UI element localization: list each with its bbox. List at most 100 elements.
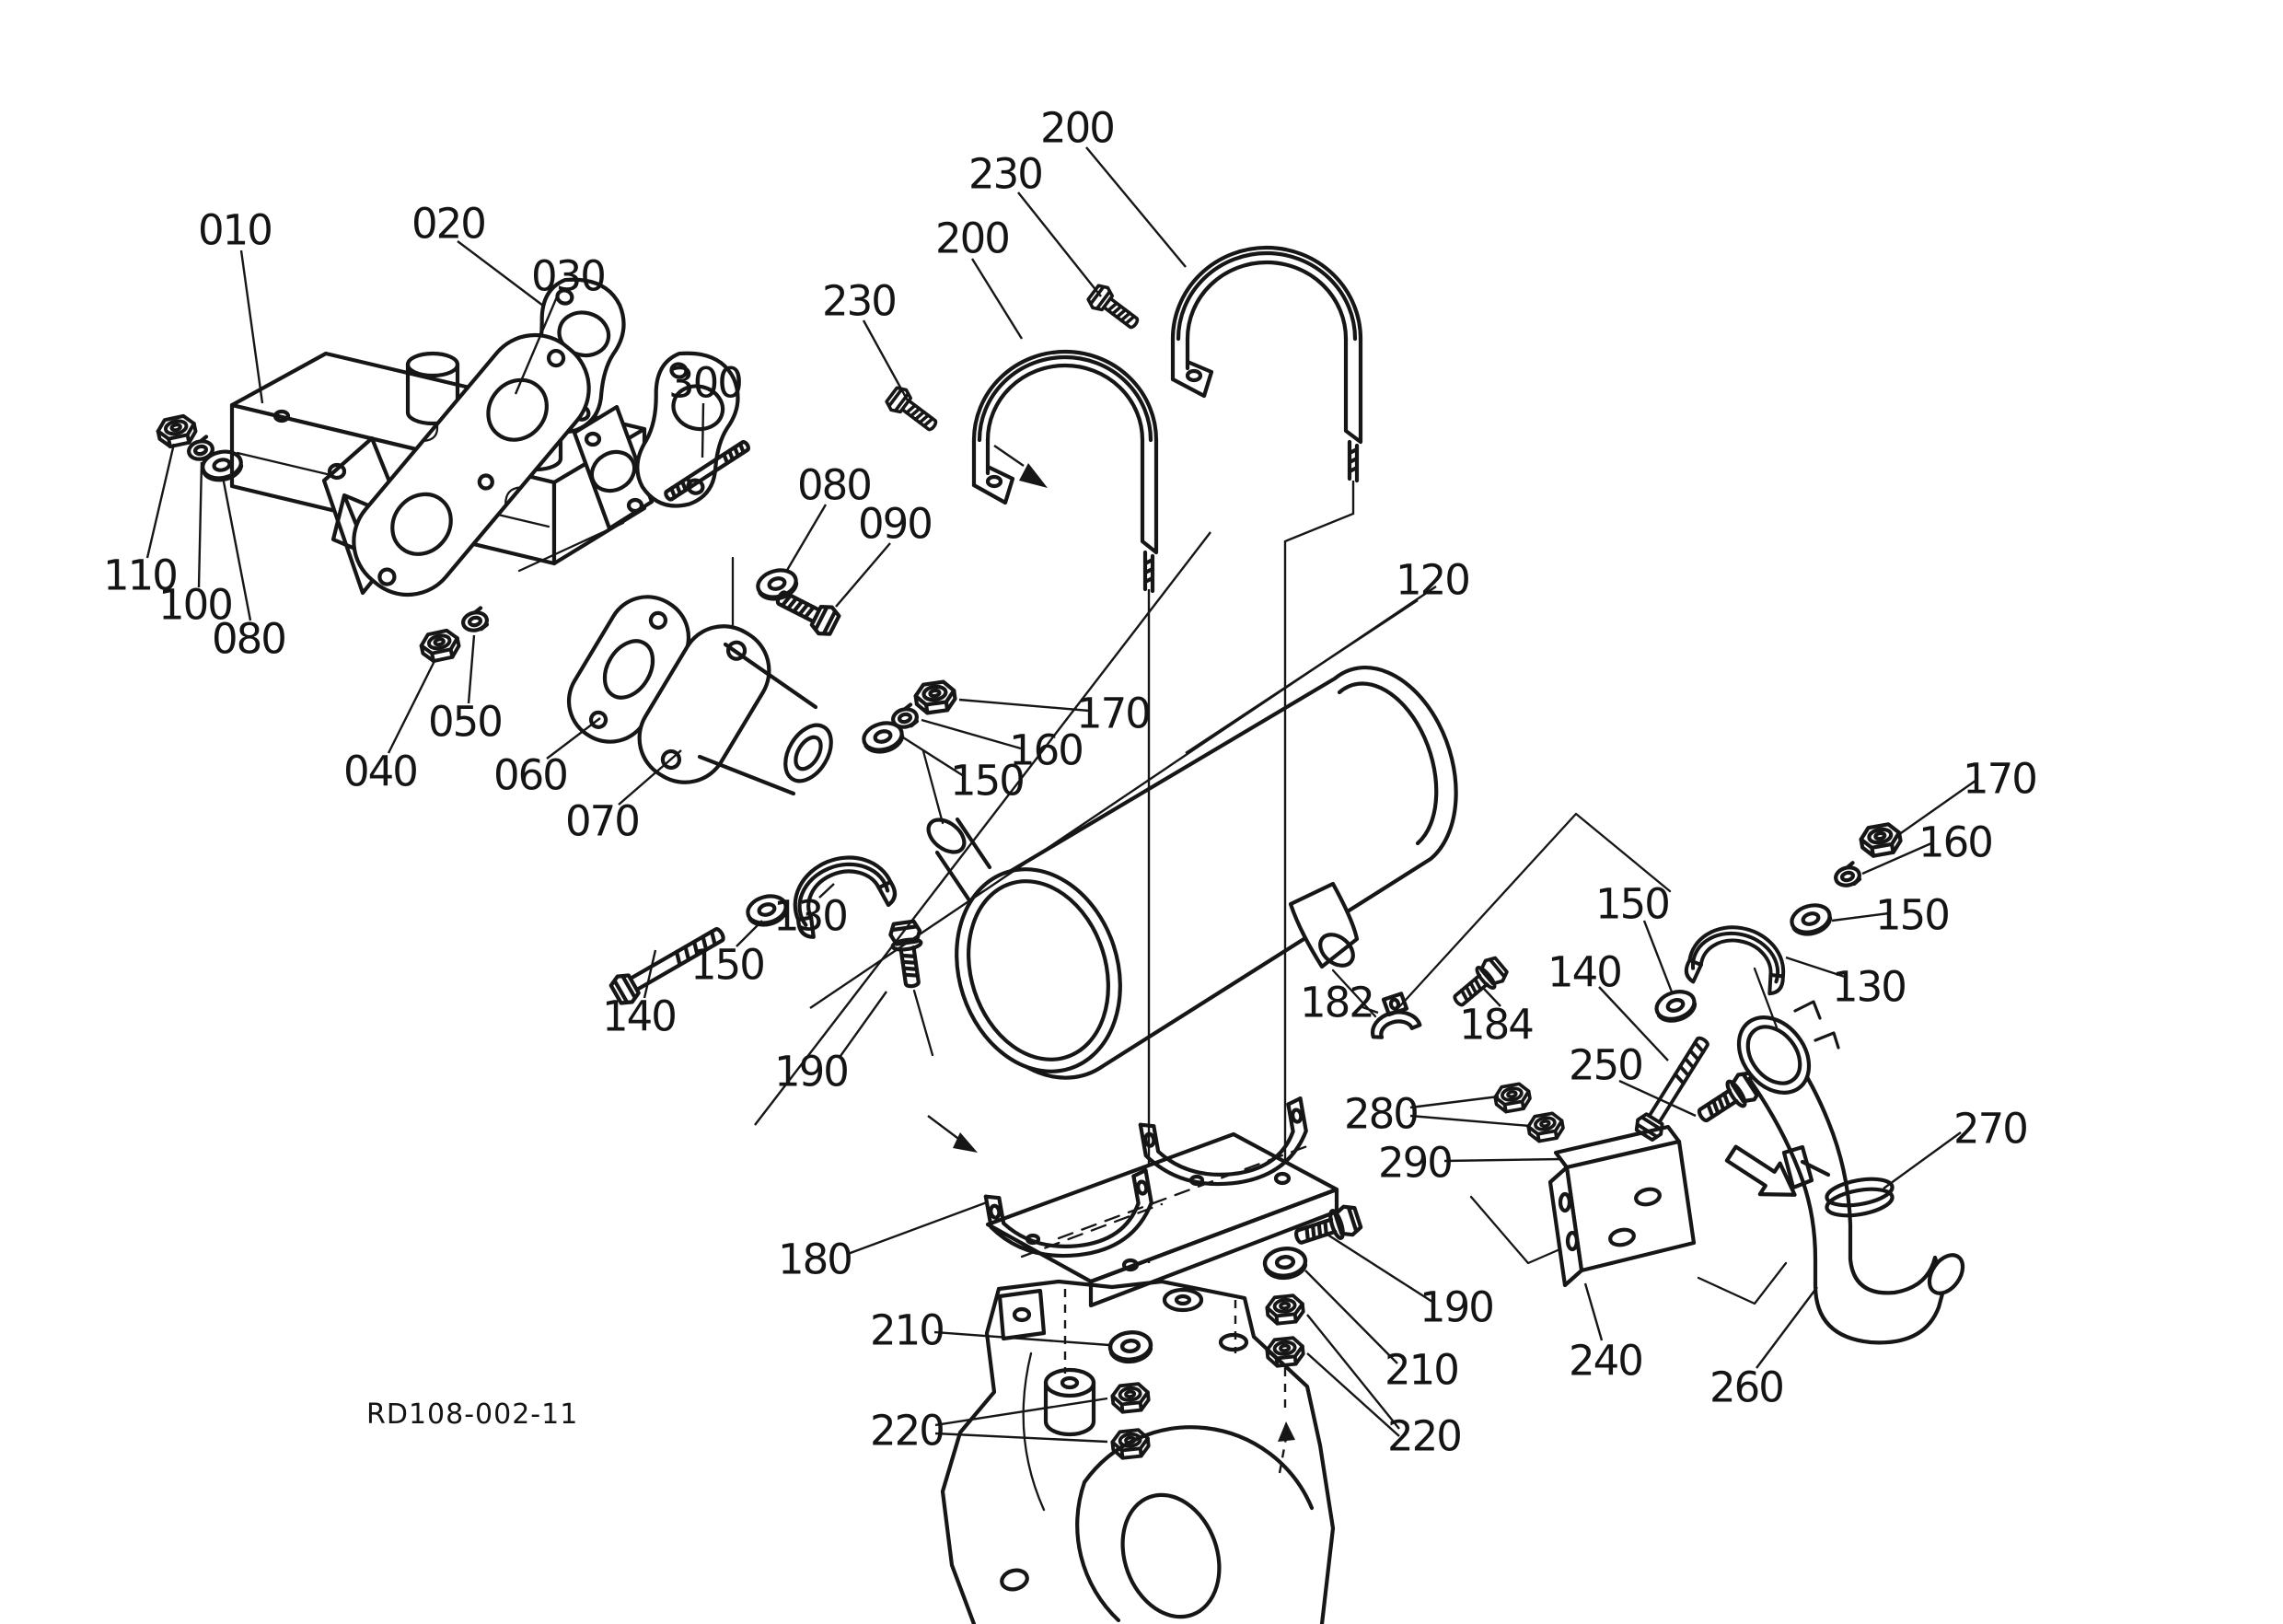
leader-line-150 bbox=[1642, 920, 1675, 995]
leader-line-200 bbox=[1085, 146, 1187, 268]
part-callout-060: 060 bbox=[493, 751, 567, 800]
part-callout-270: 270 bbox=[1953, 1105, 2027, 1154]
muffler-clamp-right-200 bbox=[1170, 245, 1363, 483]
leader-line-182 bbox=[1362, 1005, 1379, 1015]
leader-line-230 bbox=[862, 319, 910, 403]
leader-line-110 bbox=[145, 443, 176, 559]
part-callout-210: 210 bbox=[870, 1306, 944, 1355]
leader-line-280 bbox=[1409, 1114, 1531, 1128]
muffler-120 bbox=[921, 665, 1458, 1080]
part-callout-160: 160 bbox=[1009, 726, 1083, 775]
part-callout-080: 080 bbox=[212, 615, 285, 664]
leader-line-290 bbox=[1443, 1157, 1563, 1163]
leader-line-270 bbox=[1883, 1131, 1962, 1189]
leader-line-240 bbox=[1583, 1282, 1604, 1341]
leader-line-200 bbox=[970, 258, 1024, 340]
part-callout-100: 100 bbox=[158, 581, 232, 630]
leader-line-080 bbox=[221, 476, 252, 621]
arrow-icon bbox=[953, 1132, 978, 1153]
part-callout-182: 182 bbox=[1300, 979, 1373, 1027]
flange-gasket-060 bbox=[566, 595, 691, 744]
part-callout-184: 184 bbox=[1459, 1001, 1533, 1050]
part-callout-300: 300 bbox=[668, 359, 742, 408]
leader-line-250 bbox=[1618, 1079, 1697, 1118]
part-callout-070: 070 bbox=[565, 797, 639, 846]
part-callout-220: 220 bbox=[870, 1407, 944, 1456]
part-callout-210: 210 bbox=[1385, 1346, 1458, 1395]
part-callout-230: 230 bbox=[968, 150, 1042, 199]
part-callout-040: 040 bbox=[343, 748, 417, 796]
stud-centerlines bbox=[1063, 1289, 1287, 1409]
part-callout-090: 090 bbox=[858, 500, 932, 549]
leader-line-050 bbox=[467, 634, 476, 704]
pipe-clip-182 bbox=[1371, 992, 1422, 1039]
leader-line-120 bbox=[1185, 598, 1419, 755]
part-callout-110: 110 bbox=[103, 551, 177, 600]
part-callout-150: 150 bbox=[1595, 880, 1669, 929]
pipe-band-270 bbox=[1781, 1144, 1895, 1218]
part-callout-280: 280 bbox=[1344, 1090, 1418, 1139]
leader-line-160 bbox=[921, 718, 1022, 750]
leader-line-150 bbox=[736, 920, 763, 947]
arrow-up-icon bbox=[1278, 1421, 1295, 1442]
part-callout-010: 010 bbox=[198, 206, 272, 255]
part-callout-190: 190 bbox=[774, 1048, 848, 1096]
leader-line-080 bbox=[784, 504, 828, 573]
leader-line-020 bbox=[457, 240, 544, 307]
leader-line-260 bbox=[1756, 1286, 1818, 1369]
part-callout-150: 150 bbox=[950, 757, 1024, 806]
part-callout-250: 250 bbox=[1569, 1041, 1642, 1090]
bracket-240 bbox=[1547, 1124, 1697, 1288]
leader-line-210 bbox=[933, 1330, 1110, 1347]
cross-line-2 bbox=[754, 531, 1211, 1126]
part-callout-140: 140 bbox=[1547, 948, 1621, 997]
part-callout-200: 200 bbox=[1040, 104, 1114, 153]
leader-line-060 bbox=[546, 717, 601, 760]
part-callout-020: 020 bbox=[411, 200, 485, 249]
leader-line-190 bbox=[840, 991, 887, 1057]
leader-line-150 bbox=[902, 736, 965, 778]
leader-line-130 bbox=[1785, 956, 1848, 980]
assembly-direction-arrows bbox=[927, 445, 1797, 1474]
manifold-gasket-030 bbox=[352, 332, 591, 597]
part-callout-130: 130 bbox=[773, 892, 847, 941]
part-callout-240: 240 bbox=[1569, 1337, 1642, 1386]
part-callout-120: 120 bbox=[1396, 556, 1469, 605]
bolt-190-left bbox=[889, 921, 934, 1057]
leader-line-100 bbox=[197, 461, 203, 588]
leader-line-230 bbox=[1017, 191, 1102, 297]
leader-line-220 bbox=[934, 1397, 1108, 1427]
part-callout-290: 290 bbox=[1378, 1139, 1452, 1188]
stud-bolt-300 bbox=[664, 440, 750, 502]
leader-line-030 bbox=[514, 294, 560, 395]
muffler-clamp-left-200 bbox=[971, 349, 1159, 594]
leader-line-130 bbox=[818, 883, 835, 899]
leader-line-300 bbox=[701, 402, 705, 458]
part-callout-140: 140 bbox=[602, 992, 676, 1041]
part-callout-150: 150 bbox=[1875, 891, 1949, 940]
leader-line-180 bbox=[847, 1201, 988, 1256]
leader-line-220 bbox=[934, 1432, 1108, 1444]
part-callout-180: 180 bbox=[778, 1235, 852, 1284]
exhaust-pipe-260 bbox=[1736, 967, 1965, 1345]
arrow-icon bbox=[1019, 463, 1048, 488]
part-callout-220: 220 bbox=[1387, 1412, 1461, 1461]
leader-line-140 bbox=[1598, 986, 1669, 1061]
leader-line-220 bbox=[1306, 1352, 1400, 1437]
leader-line-170 bbox=[1897, 780, 1976, 836]
engine-housing bbox=[940, 1279, 1336, 1624]
part-callout-030: 030 bbox=[531, 252, 605, 301]
detail-boundary-lines bbox=[1394, 812, 1788, 1305]
part-callout-260: 260 bbox=[1709, 1363, 1783, 1412]
leader-line-140 bbox=[643, 949, 657, 999]
part-callout-080: 080 bbox=[797, 461, 871, 510]
clamp-stud-line-right bbox=[1283, 481, 1355, 1177]
leader-line-040 bbox=[387, 658, 437, 754]
part-callout-190: 190 bbox=[1420, 1283, 1493, 1332]
leader-line-184 bbox=[1483, 988, 1501, 1007]
leader-line-070 bbox=[618, 749, 682, 806]
part-callout-050: 050 bbox=[428, 698, 502, 747]
part-callout-170: 170 bbox=[1963, 755, 2036, 804]
